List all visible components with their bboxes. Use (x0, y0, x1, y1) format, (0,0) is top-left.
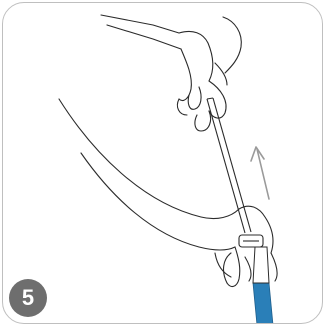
cap (239, 235, 263, 247)
top-hand (101, 15, 241, 131)
syringe-illustration (3, 3, 323, 324)
syringe-rod (207, 98, 251, 233)
blue-tube (253, 247, 273, 324)
upward-arrow (251, 147, 269, 199)
bottom-hand (59, 99, 277, 286)
step-card: 5 (2, 2, 323, 324)
step-number-badge: 5 (9, 279, 47, 317)
